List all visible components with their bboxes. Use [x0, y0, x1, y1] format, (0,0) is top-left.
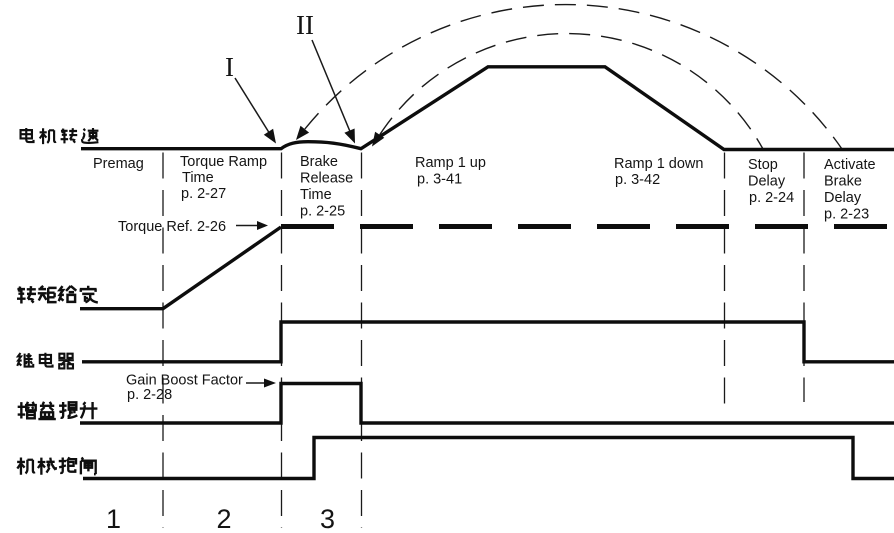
svg-text:p. 2-27: p. 2-27	[181, 186, 226, 202]
svg-text:Gain Boost Factor: Gain Boost Factor	[126, 373, 243, 389]
svg-text:Delay: Delay	[748, 174, 786, 190]
svg-text:1: 1	[106, 504, 121, 533]
svg-text:Time: Time	[300, 187, 332, 203]
svg-text:p. 2-25: p. 2-25	[300, 204, 345, 220]
svg-text:3: 3	[320, 504, 335, 533]
svg-text:Delay: Delay	[824, 190, 862, 206]
svg-text:p. 2-24: p. 2-24	[749, 190, 794, 206]
svg-text:p. 2-23: p. 2-23	[824, 207, 869, 223]
svg-text:p. 2-28: p. 2-28	[127, 387, 172, 403]
svg-text:Torque Ref. 2-26: Torque Ref. 2-26	[118, 219, 226, 235]
svg-text:Release: Release	[300, 171, 353, 187]
svg-text:Ramp 1 down: Ramp 1 down	[614, 156, 703, 172]
svg-text:Brake: Brake	[824, 174, 862, 190]
svg-text:Ramp 1 up: Ramp 1 up	[415, 155, 486, 171]
svg-text:Brake: Brake	[300, 154, 338, 170]
svg-text:II: II	[296, 10, 314, 40]
svg-text:Time: Time	[182, 170, 214, 186]
svg-text:Stop: Stop	[748, 157, 778, 173]
svg-text:p. 3-41: p. 3-41	[417, 172, 462, 188]
svg-text:Activate: Activate	[824, 157, 876, 173]
svg-text:p. 3-42: p. 3-42	[615, 172, 660, 188]
svg-text:Torque Ramp: Torque Ramp	[180, 154, 267, 170]
svg-text:2: 2	[217, 504, 232, 533]
svg-text:I: I	[225, 52, 234, 82]
svg-text:Premag: Premag	[93, 156, 144, 172]
